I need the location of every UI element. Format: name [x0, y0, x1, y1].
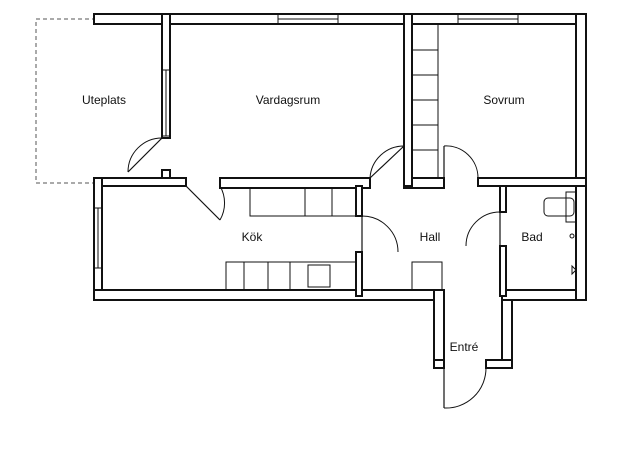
room-label-kok: Kök [242, 230, 264, 244]
room-label-hall: Hall [420, 230, 441, 244]
outer-walls [93, 13, 587, 369]
room-label-vardagsrum: Vardagsrum [256, 93, 320, 107]
door-entry [443, 367, 487, 409]
hall-cabinet [411, 261, 443, 291]
bathroom-fixtures [543, 191, 577, 276]
patio-outline [35, 18, 96, 184]
kitchen-counter-top [249, 187, 357, 217]
wardrobe [411, 23, 439, 179]
room-label-uteplats: Uteplats [82, 93, 126, 107]
door-bath [465, 211, 501, 247]
door-kitchen-hall [361, 215, 399, 253]
door-bedroom [443, 145, 479, 179]
room-label-entre: Entré [450, 340, 479, 354]
windows [93, 13, 519, 269]
kitchen-counter-bottom [225, 261, 357, 291]
door-living [369, 145, 405, 179]
room-label-sovrum: Sovrum [483, 93, 524, 107]
door-patio [127, 137, 163, 173]
door-kitchen [185, 185, 226, 221]
room-label-bad: Bad [521, 230, 542, 244]
